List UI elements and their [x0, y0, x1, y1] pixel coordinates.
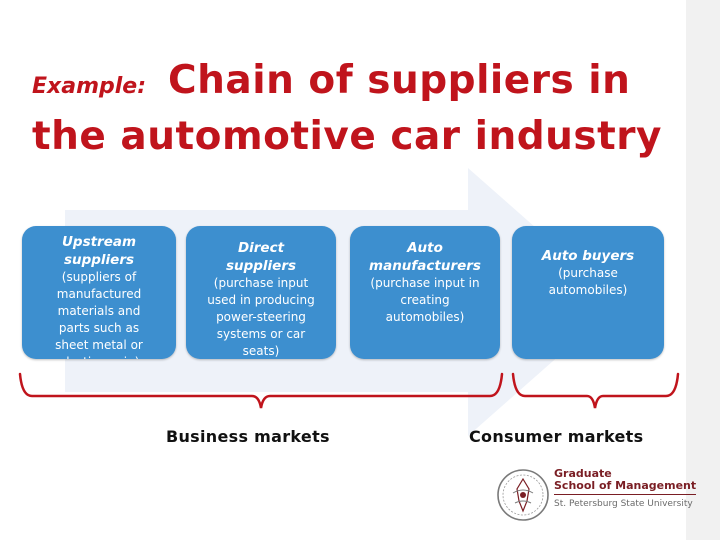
box-direct-suppliers: Direct suppliers (purchase input used in…: [186, 226, 336, 359]
title-main: Chain of suppliers in the automotive car…: [32, 58, 662, 159]
logo-line-graduate: Graduate: [554, 467, 612, 480]
box-direct-suppliers-text: (purchase input used in producing power-…: [207, 276, 315, 358]
business-markets-label: Business markets: [166, 427, 330, 446]
right-edge-strip: [686, 0, 720, 540]
consumer-markets-label: Consumer markets: [469, 427, 644, 446]
box-upstream-suppliers: Upstream suppliers (suppliers of manufac…: [22, 226, 176, 359]
box-direct-suppliers-heading: Direct suppliers: [225, 240, 297, 274]
title-lead: Example:: [32, 74, 146, 99]
box-auto-buyers-text: (purchase automobiles): [548, 266, 628, 297]
business-brace: [18, 372, 504, 409]
box-auto-manufacturers-heading: Auto manufacturers: [369, 240, 481, 274]
box-upstream-suppliers-text: (suppliers of manufactured materials and…: [55, 270, 143, 359]
logo-line-university: St. Petersburg State University: [554, 499, 693, 509]
slide-title: Example:Chain of suppliers in the automo…: [32, 56, 672, 162]
box-auto-buyers-heading: Auto buyers: [541, 248, 635, 264]
box-upstream-suppliers-heading: Upstream suppliers: [61, 234, 137, 268]
box-auto-manufacturers-text: (purchase input in creating automobiles): [370, 276, 480, 324]
box-auto-buyers: Auto buyers (purchase automobiles): [512, 226, 664, 359]
logo-line-school: School of Management: [554, 480, 697, 495]
box-auto-manufacturers: Auto manufacturers (purchase input in cr…: [350, 226, 500, 359]
consumer-brace: [511, 372, 680, 409]
school-logo-text: Graduate School of Management St. Peters…: [554, 467, 697, 510]
university-emblem-icon: [497, 469, 549, 521]
